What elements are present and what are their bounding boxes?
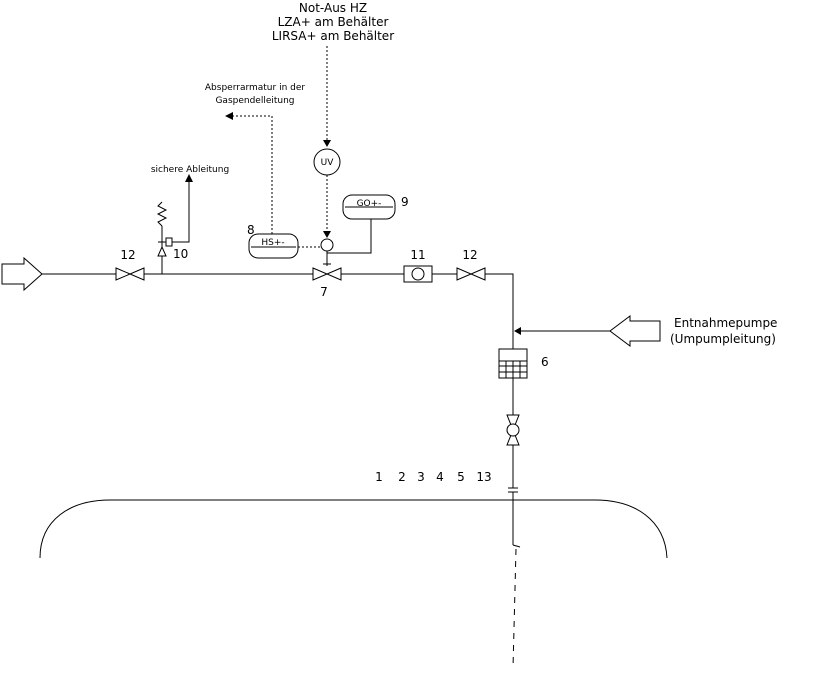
number-6: 6 [541, 355, 549, 369]
absperr-signal-line [233, 115, 273, 234]
valve-7 [312, 267, 342, 281]
go-label: GO+- [357, 199, 382, 209]
absperr-note-line1: Absperrarmatur in der [205, 83, 305, 93]
number-2: 2 [398, 470, 406, 484]
pump-return-arrowhead [514, 327, 521, 335]
absperr-note-line2: Gaspendelleitung [215, 96, 294, 106]
hs-instrument [248, 233, 299, 259]
uv-signal-arrowhead [323, 231, 331, 238]
pump-return-arrow [609, 315, 661, 347]
inlet-arrow [1, 256, 43, 292]
sichere-ableitung-label: sichere Ableitung [151, 165, 229, 175]
number-12-left: 12 [120, 248, 135, 262]
number-9: 9 [401, 195, 409, 209]
hs-label: HS+- [261, 238, 284, 248]
number-11: 11 [410, 248, 425, 262]
number-12-right: 12 [462, 248, 477, 262]
valve-12-left [115, 267, 145, 281]
number-8: 8 [247, 223, 255, 237]
entnahme-line1: Entnahmepumpe [674, 316, 777, 330]
number-10: 10 [173, 247, 188, 261]
valve-actuator [320, 238, 334, 252]
entnahme-line2: (Umpumpleitung) [670, 332, 776, 346]
relief-outlet [172, 180, 190, 243]
relief-spring [156, 201, 168, 227]
relief-outlet-arrowhead [185, 174, 193, 182]
number-3: 3 [417, 470, 425, 484]
top-note-line2: LZA+ am Behälter [278, 15, 389, 29]
number-1: 1 [375, 470, 383, 484]
top-note-line1: Not-Aus HZ [299, 1, 367, 15]
valve-12-right [456, 267, 486, 281]
number-4: 4 [436, 470, 444, 484]
number-13: 13 [476, 470, 491, 484]
number-7: 7 [320, 285, 328, 299]
relief-valve-10 [157, 245, 167, 257]
top-note-line3: LIRSA+ am Behälter [272, 29, 394, 43]
note-signal-arrowhead [323, 140, 331, 147]
number-5: 5 [457, 470, 465, 484]
dip-pipe-dashed [512, 548, 517, 669]
go-connection [327, 219, 372, 254]
absperr-arrowhead [225, 112, 233, 120]
main-pipe-seg5 [485, 273, 514, 349]
storage-tank [39, 499, 668, 559]
uv-label: UV [321, 158, 335, 168]
